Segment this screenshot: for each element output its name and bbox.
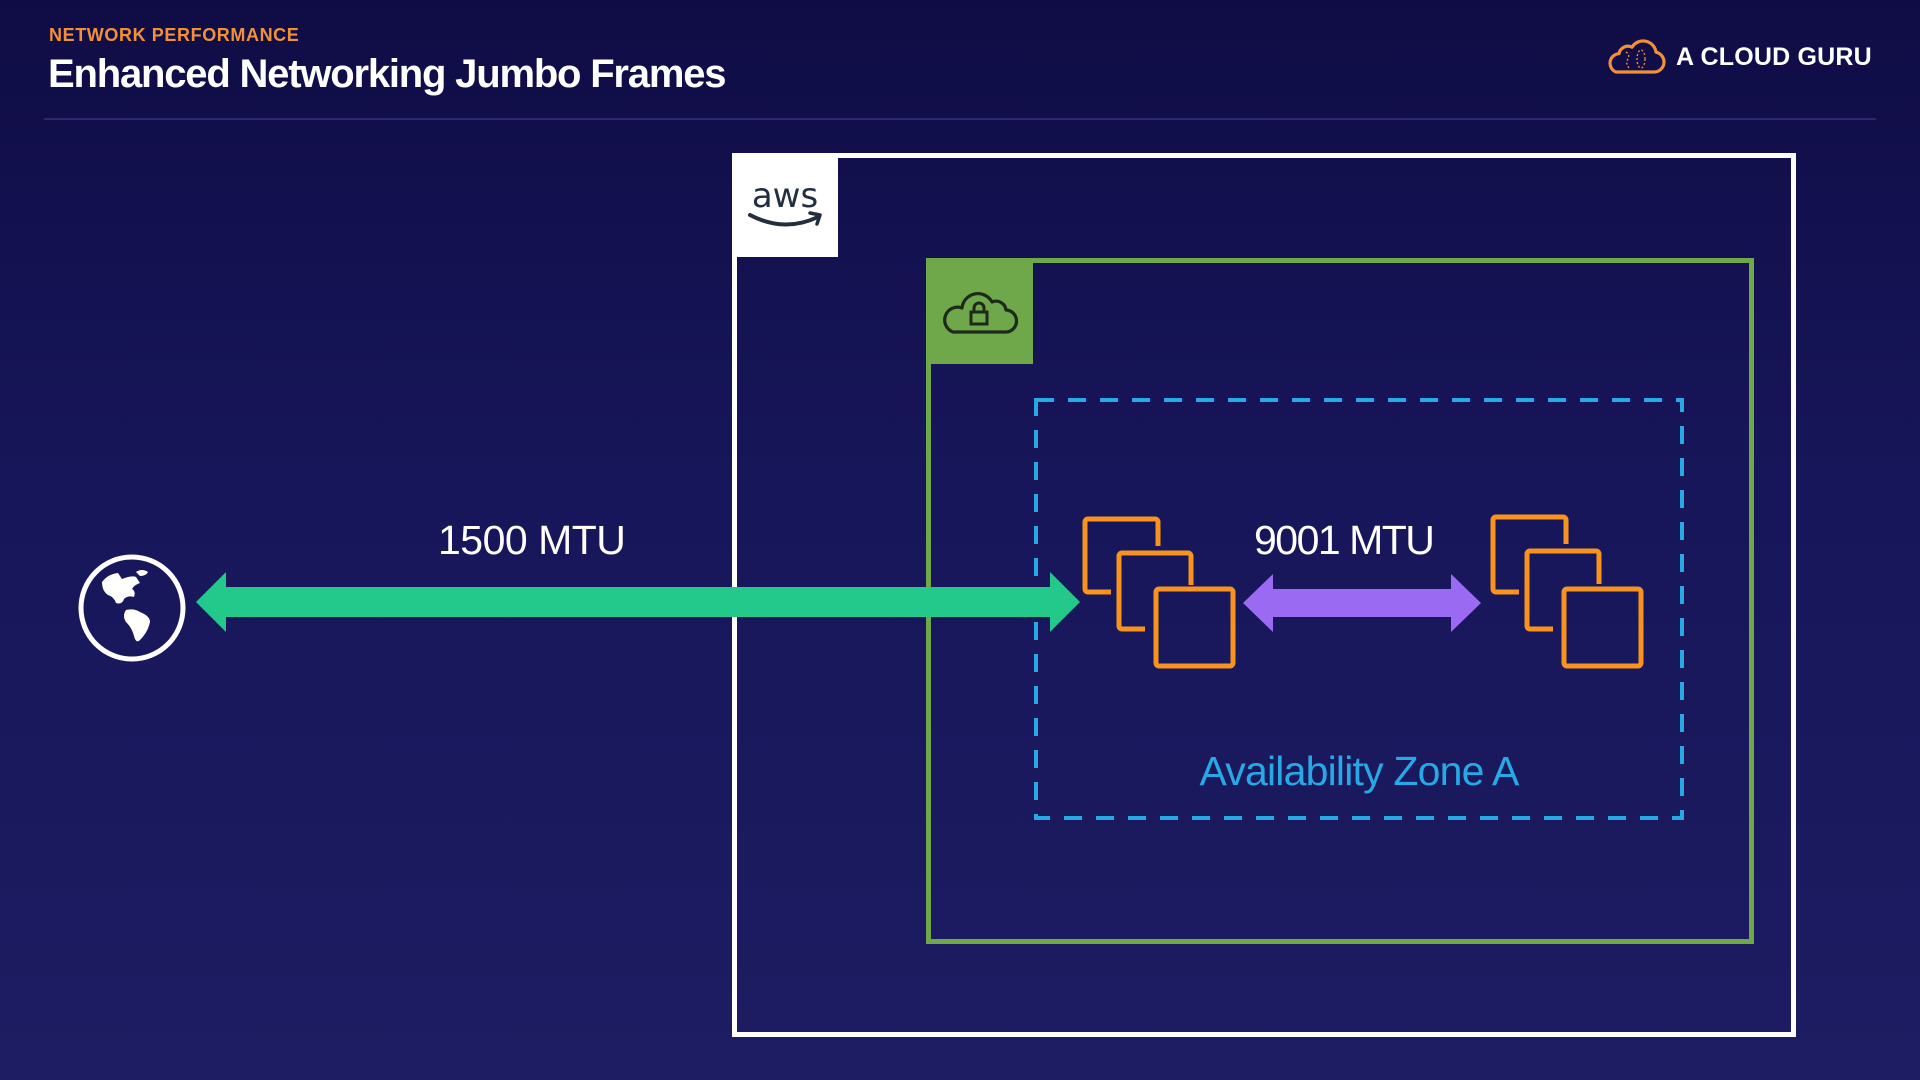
header-divider <box>44 118 1876 120</box>
aws-logo-icon: aws <box>732 153 838 257</box>
ec2-instances-icon <box>1082 516 1236 669</box>
availability-zone-label: Availability Zone A <box>1199 748 1519 794</box>
page-title: Enhanced Networking Jumbo Frames <box>48 52 727 96</box>
cloud-lock-glyph <box>942 292 1018 334</box>
aws-logo-text: aws <box>752 176 818 216</box>
link-label-1500-mtu: 1500 MTU <box>438 517 626 563</box>
brand-name: A CLOUD GURU <box>1676 42 1872 71</box>
brand-logo: A CLOUD GURU <box>1604 38 1872 76</box>
availability-zone-boundary <box>1034 398 1684 820</box>
link-arrow-1500 <box>196 572 1080 632</box>
vpc-cloud-lock-icon <box>926 258 1033 364</box>
section-kicker: NETWORK PERFORMANCE <box>49 25 300 45</box>
link-arrow-9001 <box>1243 574 1481 632</box>
aws-logo-glyph: aws <box>748 176 822 227</box>
cloud-logo-icon <box>1608 39 1666 74</box>
globe-icon <box>78 554 186 662</box>
ec2-instances-icon <box>1490 514 1644 669</box>
link-label-9001-mtu: 9001 MTU <box>1254 517 1435 563</box>
